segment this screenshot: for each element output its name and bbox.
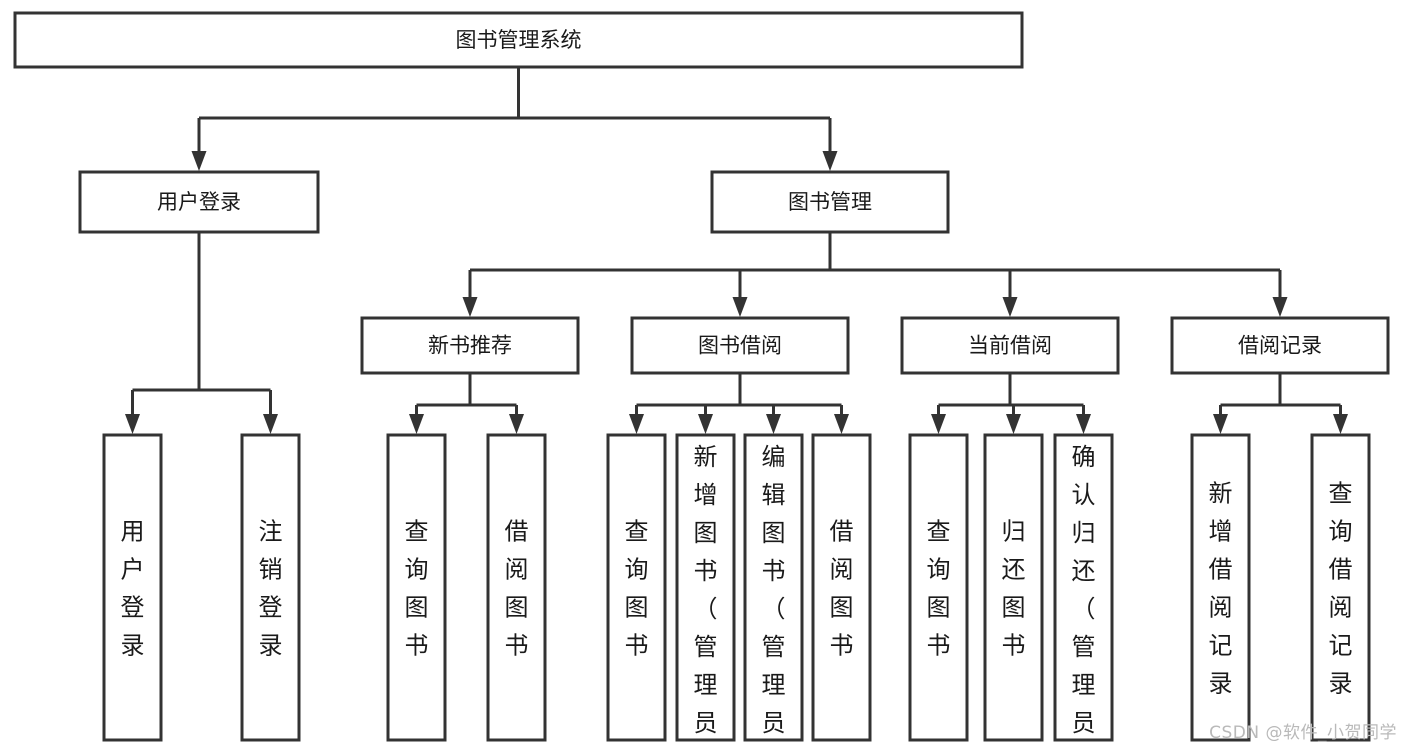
node-label: 借阅图书 (830, 518, 854, 660)
node-leaf-user-login[interactable]: 用户登录 (102, 433, 163, 742)
node-label: 归还图书 (1002, 518, 1026, 660)
node-label: 当前借阅 (968, 334, 1052, 358)
node-user-login[interactable]: 用户登录 (78, 170, 320, 234)
node-current-borrow[interactable]: 当前借阅 (900, 316, 1120, 375)
connector-group-borrow-record (1213, 373, 1348, 434)
node-label: 新增图书（管理员） (694, 443, 718, 747)
node-book-manage[interactable]: 图书管理 (710, 170, 950, 234)
connector-group-user-login (125, 232, 278, 434)
node-label: 注销登录 (259, 518, 283, 660)
node-leaf-add-book[interactable]: 新增图书（管理员） (675, 433, 736, 747)
node-leaf-add-record[interactable]: 新增借阅记录 (1190, 433, 1251, 742)
connector-group-new-book-recommend (409, 373, 524, 434)
connector-layer (125, 67, 1348, 434)
node-label: 图书管理系统 (456, 28, 582, 52)
node-label: 确认归还（管理员） (1072, 443, 1096, 747)
connector-group-root (191, 67, 838, 171)
node-label: 查询图书 (927, 518, 951, 660)
node-leaf-query-book-2[interactable]: 查询图书 (606, 433, 667, 742)
connector-group-current-borrow (931, 373, 1091, 434)
node-label: 图书借阅 (698, 334, 782, 358)
node-label: 借阅图书 (505, 518, 529, 660)
node-leaf-return-book[interactable]: 归还图书 (983, 433, 1044, 742)
connector-group-book-manage (462, 232, 1288, 317)
node-leaf-query-book-1[interactable]: 查询图书 (386, 433, 447, 742)
node-leaf-query-book-3[interactable]: 查询图书 (908, 433, 969, 742)
node-label: 查询图书 (625, 518, 649, 660)
node-label: 借阅记录 (1238, 334, 1322, 358)
node-label: 用户登录 (121, 518, 145, 660)
node-label: 新书推荐 (428, 334, 512, 358)
node-label: 编辑图书（管理员） (762, 443, 786, 747)
node-borrow-record[interactable]: 借阅记录 (1170, 316, 1390, 375)
node-label: 图书管理 (788, 190, 872, 214)
node-leaf-logout[interactable]: 注销登录 (240, 433, 301, 742)
node-new-book-recommend[interactable]: 新书推荐 (360, 316, 580, 375)
node-label: 查询借阅记录 (1329, 480, 1353, 698)
node-leaf-borrow-book-2[interactable]: 借阅图书 (811, 433, 872, 742)
node-label: 查询图书 (405, 518, 429, 660)
node-leaf-query-record[interactable]: 查询借阅记录 (1310, 433, 1371, 742)
node-leaf-confirm-return[interactable]: 确认归还（管理员） (1053, 433, 1114, 747)
node-label: 新增借阅记录 (1209, 480, 1233, 698)
node-leaf-edit-book[interactable]: 编辑图书（管理员） (743, 433, 804, 747)
connector-group-book-borrow (629, 373, 849, 434)
node-book-borrow[interactable]: 图书借阅 (630, 316, 850, 375)
node-layer: 图书管理系统用户登录图书管理新书推荐图书借阅当前借阅借阅记录用户登录注销登录查询… (13, 11, 1390, 747)
node-leaf-borrow-book-1[interactable]: 借阅图书 (486, 433, 547, 742)
node-root[interactable]: 图书管理系统 (13, 11, 1024, 69)
node-label: 用户登录 (157, 190, 241, 214)
